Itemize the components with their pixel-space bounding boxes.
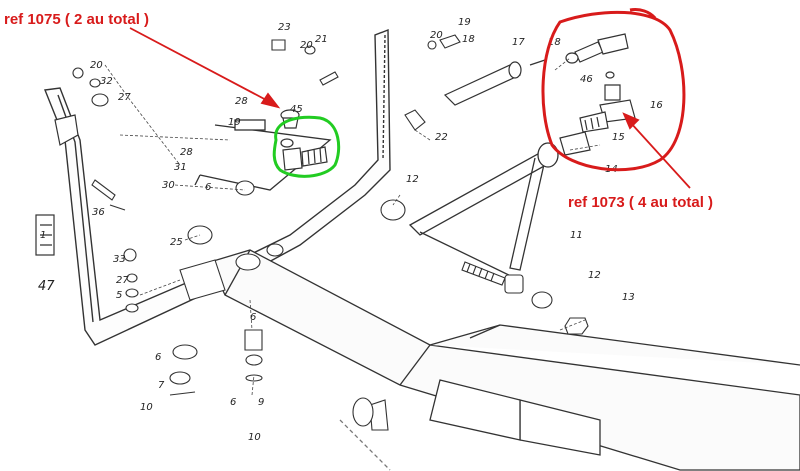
lower-wishbone [408,142,559,279]
part-label-6d: 6 [230,397,236,408]
green-highlight-circle [272,115,341,178]
part-label-1: 1 [40,230,46,241]
part-label-25: 25 [170,237,183,248]
part-label-19a: 19 [228,117,241,128]
part-label-46: 46 [580,74,593,85]
part-label-30: 30 [162,180,175,191]
threaded-rod [461,261,524,294]
part-label-6b: 6 [155,352,161,363]
callout-arrow-1073 [622,112,691,189]
part-label-28a: 28 [180,147,193,158]
part-label-18b: 18 [548,37,561,48]
part-label-6c: 6 [250,312,256,323]
part-label-27a: 27 [118,92,131,103]
part-label-36: 36 [92,207,105,218]
callout-ref-1073: ref 1073 ( 4 au total ) [568,194,713,211]
ball-joints-1073 [559,33,636,156]
part-label-47: 47 [38,279,55,294]
part-label-13: 13 [622,292,635,303]
part-label-15: 15 [612,132,625,143]
red-highlight-circle [541,8,686,172]
part-label-21: 21 [315,34,328,45]
left-bracket [35,114,79,256]
part-label-23: 23 [278,22,291,33]
ball-joint-1075 [280,109,328,171]
part-label-20a: 20 [90,60,103,71]
part-label-7: 7 [158,380,165,391]
part-label-17: 17 [512,37,525,48]
part-label-32: 32 [100,76,113,87]
part-label-12b: 12 [588,270,601,281]
part-label-45: 45 [290,104,303,115]
part-label-31: 31 [174,162,187,173]
part-label-16: 16 [650,100,663,111]
part-label-10b: 10 [248,432,261,443]
small-parts [72,34,589,431]
part-label-19b: 19 [458,17,471,28]
part-label-27b: 27 [116,275,129,286]
part-label-20c: 20 [430,30,443,41]
chassis-beam [209,249,800,471]
part-label-33: 33 [113,254,126,265]
part-label-10a: 10 [140,402,153,413]
part-label-28b: 28 [235,96,248,107]
part-label-5: 5 [116,290,122,301]
callout-arrow-1075 [129,27,281,109]
part-label-6a: 6 [205,182,211,193]
part-label-11: 11 [570,230,583,241]
part-label-18: 18 [462,34,475,45]
callout-ref-1075: ref 1075 ( 2 au total ) [4,11,149,28]
part-label-12a: 12 [406,174,419,185]
part-label-9: 9 [258,397,264,408]
part-label-22: 22 [435,132,448,143]
tie-rod [443,59,546,106]
leader-lines [104,57,601,396]
part-label-20b: 20 [300,40,313,51]
